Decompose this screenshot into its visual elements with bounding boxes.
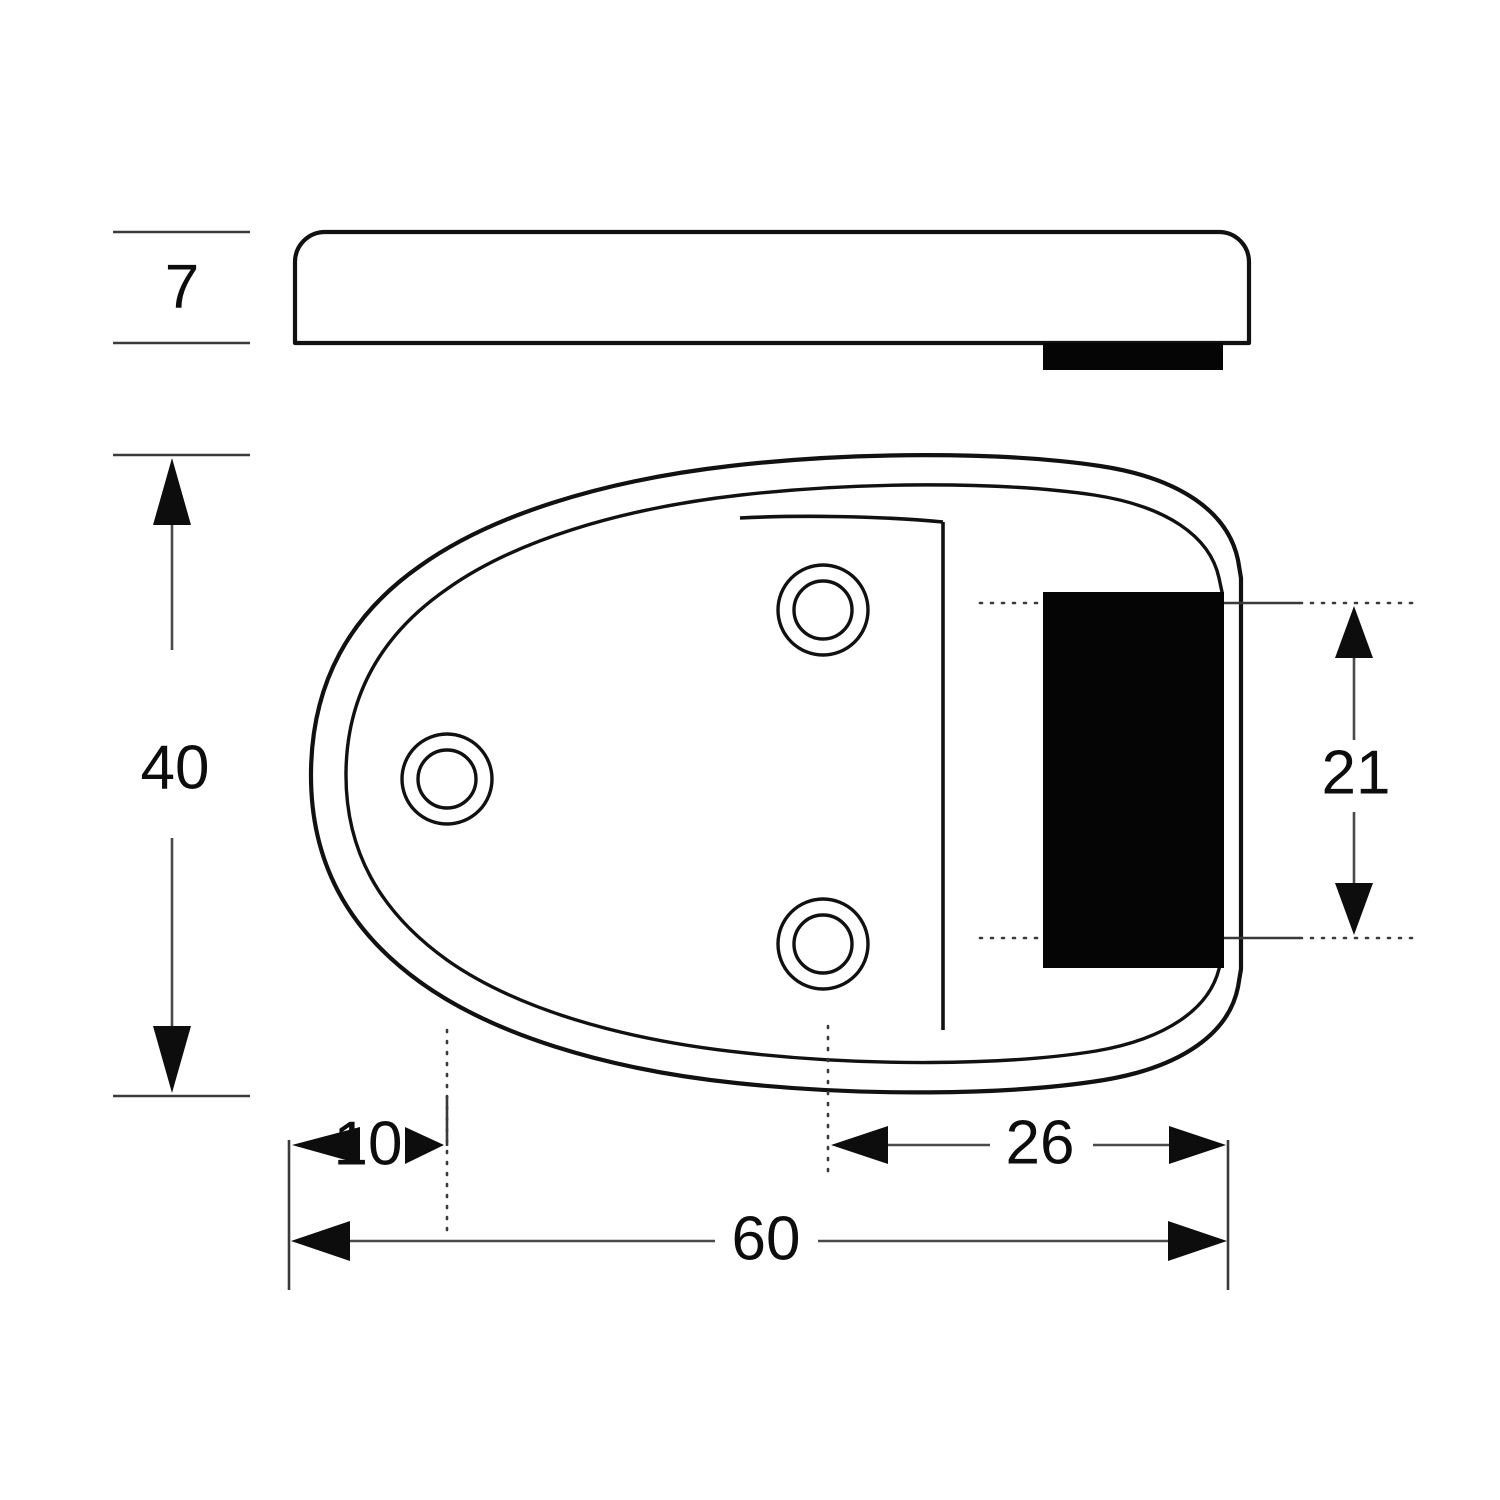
screw-hole-left xyxy=(400,732,494,826)
width-arrow-up xyxy=(153,458,191,525)
screw-hole-top-inner xyxy=(792,579,854,641)
dimension-width: 40 xyxy=(113,453,250,1098)
hole-offset-arrow-right xyxy=(405,1127,444,1164)
screw-hole-bottom-inner xyxy=(792,913,854,975)
plan-inner-outline xyxy=(344,483,1224,1065)
side-elevation-view xyxy=(292,229,1252,370)
width-arrow-down xyxy=(153,1026,191,1093)
side-body-outline xyxy=(292,229,1252,346)
dimension-hole-offset: 10 xyxy=(287,1028,449,1290)
screw-hole-top xyxy=(776,563,870,657)
plan-rubber-block xyxy=(1043,592,1224,968)
side-rubber-pad xyxy=(1043,343,1223,370)
width-dim-label: 40 xyxy=(141,733,210,802)
screw-hole-bottom xyxy=(776,897,870,991)
screw-hole-left-inner xyxy=(416,748,478,810)
rubber-height-arrow-down xyxy=(1335,883,1373,935)
thickness-dim-label: 7 xyxy=(165,252,199,321)
rubber-height-arrow-up xyxy=(1335,606,1373,658)
rubber-length-arrow-left xyxy=(831,1126,888,1164)
overall-length-arrow-right xyxy=(1168,1221,1227,1261)
rubber-height-dim-label: 21 xyxy=(1322,738,1391,807)
dimension-rubber-height: 21 xyxy=(978,601,1414,940)
screw-hole-top-outer xyxy=(776,563,870,657)
rubber-length-dim-label: 26 xyxy=(1006,1108,1075,1177)
plan-outer-outline xyxy=(308,453,1244,1095)
hole-offset-dim-label: 10 xyxy=(334,1109,403,1178)
plan-view xyxy=(308,453,1244,1095)
dimension-thickness: 7 xyxy=(113,230,250,345)
overall-length-arrow-left xyxy=(291,1221,350,1261)
screw-hole-left-outer xyxy=(400,732,494,826)
rubber-length-arrow-right xyxy=(1169,1126,1226,1164)
screw-hole-bottom-outer xyxy=(776,897,870,991)
dimension-overall-length: 60 xyxy=(291,1204,1227,1273)
hole-offset-arrow-left xyxy=(292,1127,360,1164)
plan-internal-top-edge xyxy=(739,514,944,524)
dimension-rubber-length: 26 xyxy=(826,1024,1230,1290)
overall-length-dim-label: 60 xyxy=(732,1204,801,1273)
